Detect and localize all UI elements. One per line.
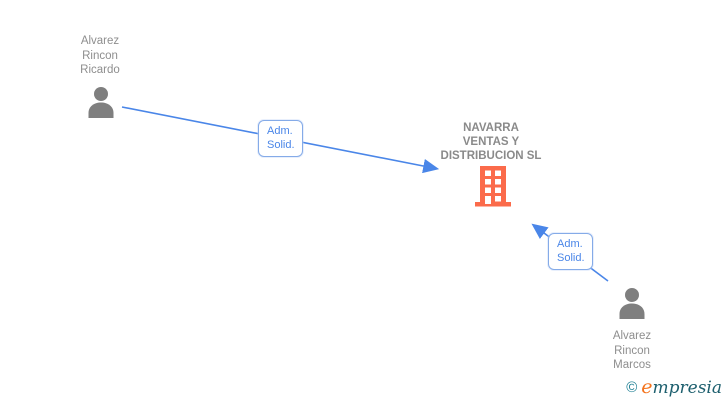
company-name[interactable]: NAVARRA VENTAS Y DISTRIBUCION SL: [416, 121, 566, 163]
brand-rest: mpresia: [652, 378, 723, 398]
person1-name[interactable]: Alvarez Rincon Ricardo: [45, 34, 155, 78]
person1-name-line1: Alvarez: [80, 35, 120, 47]
company-name-line1: NAVARRA: [463, 122, 519, 134]
edge-label-person1-company: Adm. Solid.: [258, 120, 303, 157]
person1-icon[interactable]: [86, 86, 116, 118]
edge-label-person2-company: Adm. Solid.: [548, 233, 593, 270]
company-building-icon[interactable]: [474, 166, 512, 207]
person2-name[interactable]: Alvarez Rincon Marcos: [577, 329, 687, 373]
brand-initial: e: [641, 376, 653, 398]
person2-name-line3: Marcos: [613, 359, 651, 371]
edge-label-line1: Adm.: [557, 238, 583, 250]
edge-label-line2: Solid.: [557, 252, 585, 264]
copyright-icon: ©: [626, 379, 638, 396]
edge-label-line2: Solid.: [267, 139, 295, 151]
person2-name-line1: Alvarez: [612, 330, 652, 342]
person2-icon[interactable]: [617, 287, 647, 319]
empresia-logo[interactable]: ©empresia: [626, 376, 722, 398]
person1-name-line2: Rincon: [82, 49, 118, 62]
person2-name-line2: Rincon: [614, 344, 650, 357]
company-name-line2: VENTAS Y: [462, 136, 520, 148]
edge-label-line1: Adm.: [267, 125, 293, 137]
person1-name-line3: Ricardo: [80, 64, 120, 76]
company-name-line3: DISTRIBUCION SL: [440, 150, 542, 162]
